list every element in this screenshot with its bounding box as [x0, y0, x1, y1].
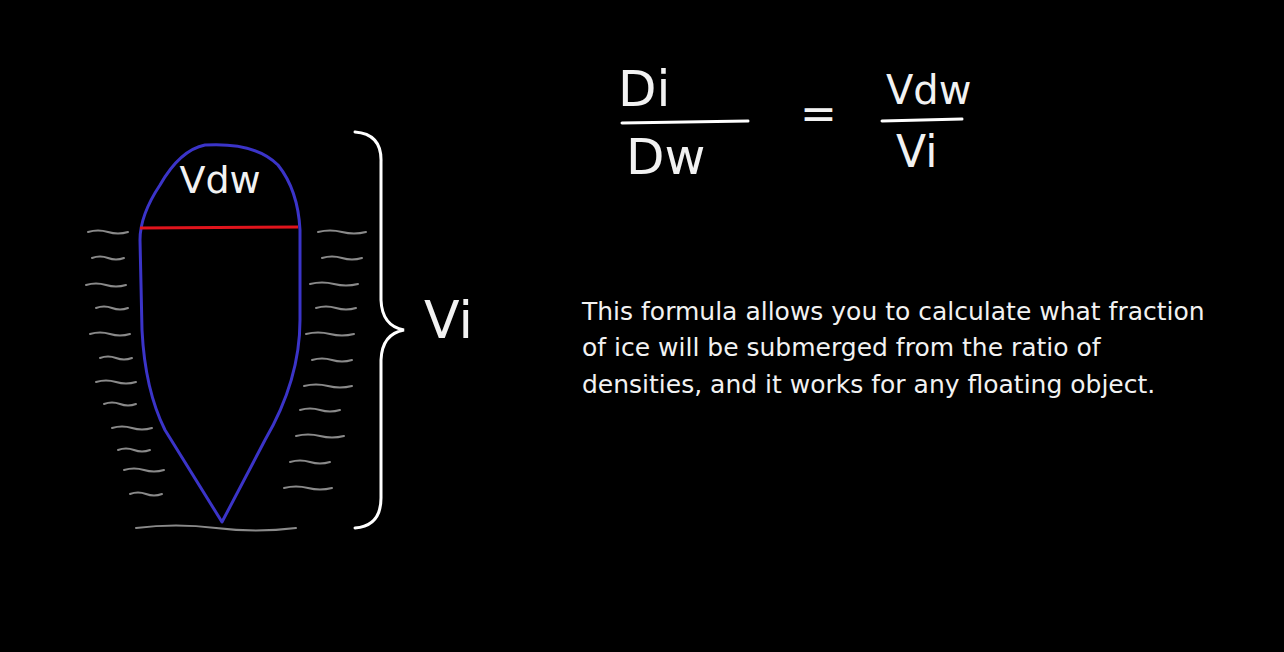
- volume-ice: Vi: [896, 128, 937, 176]
- volume-label: Vdw: [179, 160, 260, 202]
- iceberg-outline: Vdw: [120, 140, 320, 535]
- water-waves: [86, 231, 366, 531]
- bracket-volume-label: Vi: [424, 292, 473, 349]
- density-water: Dw: [626, 130, 705, 185]
- equals-sign: =: [800, 90, 837, 138]
- fraction-bars: [622, 119, 962, 123]
- density-ice: Di: [618, 62, 670, 117]
- iceberg-border: [140, 145, 300, 522]
- volume-displaced-water: Vdw: [886, 68, 971, 112]
- waterline: [140, 227, 298, 228]
- volume-bracket: [355, 132, 404, 528]
- explanation-text: This formula allows you to calculate wha…: [582, 294, 1222, 403]
